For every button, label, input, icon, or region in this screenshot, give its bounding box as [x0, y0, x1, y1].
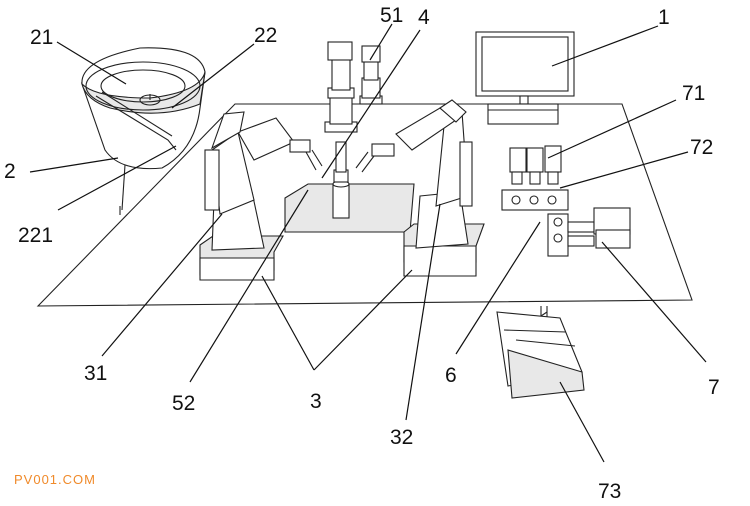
reference-labels: 21 22 2 221 51 4 1 71 72 31 52 3 32 6 7 …: [4, 4, 720, 503]
left-robot: [199, 111, 323, 281]
parts-bin: [496, 306, 585, 399]
right-robot: [355, 99, 485, 277]
label-51: 51: [380, 4, 403, 27]
label-2: 2: [4, 160, 16, 183]
label-6: 6: [445, 364, 457, 387]
leader-lines: [29, 23, 707, 463]
label-1: 1: [658, 6, 670, 29]
label-21: 21: [30, 26, 53, 49]
label-32: 32: [390, 426, 413, 449]
label-7: 7: [708, 376, 720, 399]
label-52: 52: [172, 392, 195, 415]
watermark: PV001.COM: [14, 472, 96, 487]
valve-assembly: [501, 145, 631, 257]
label-73: 73: [598, 480, 621, 503]
monitor: [475, 31, 575, 125]
label-72: 72: [690, 136, 713, 159]
label-31: 31: [84, 362, 107, 385]
vibratory-bowl-feeder: [80, 47, 206, 211]
label-71: 71: [682, 82, 705, 105]
label-4: 4: [418, 6, 430, 29]
label-3: 3: [310, 390, 322, 413]
label-22: 22: [254, 24, 277, 47]
label-221: 221: [18, 224, 53, 247]
central-fixture: [284, 41, 415, 233]
